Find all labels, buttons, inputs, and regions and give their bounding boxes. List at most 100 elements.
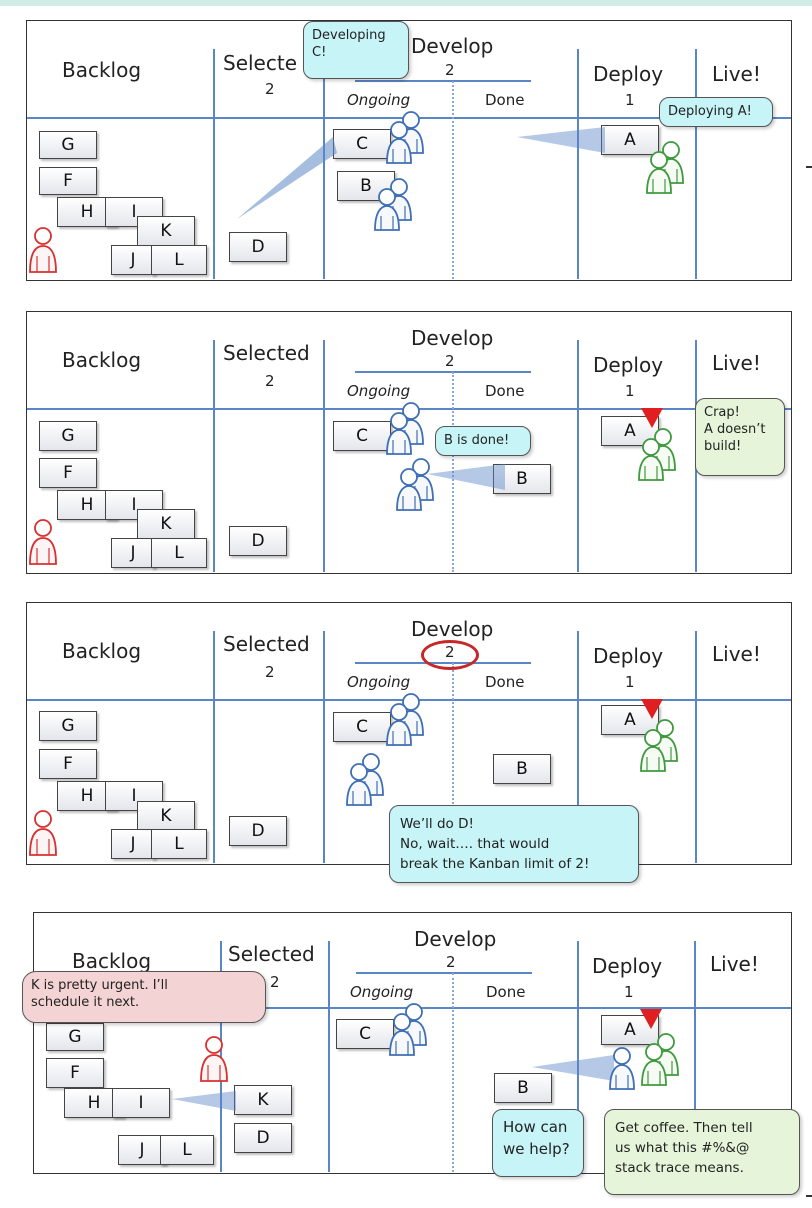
card-g[interactable]: G [46,1023,104,1051]
develop-limit: 2 [445,352,455,370]
header-ongoing: Ongoing [350,983,414,1001]
card-k[interactable]: K [137,801,195,831]
board-panel-4: Backlog Selected 2 Develop 2 Ongoing Don… [22,912,800,1195]
card-k[interactable]: K [234,1085,292,1115]
developer-figure-icon [343,751,389,809]
card-c[interactable]: C [333,421,391,451]
card-d[interactable]: D [229,816,287,846]
board-panel-1: Backlog Selecte 2 Develop 2 Ongoing Done… [26,20,792,281]
header-backlog: Backlog [62,639,142,663]
card-k[interactable]: K [137,509,195,539]
header-selected: Selected [223,341,310,365]
build-failure-alert-icon [641,699,663,719]
header-deploy: Deploy [593,644,664,668]
card-j[interactable]: J [111,829,155,859]
card-c[interactable]: C [336,1019,394,1049]
developer-figure-icon [383,691,429,749]
product-owner-figure-icon [29,519,57,565]
card-j[interactable]: J [111,245,155,275]
card-k[interactable]: K [137,216,195,246]
card-j[interactable]: J [111,538,155,568]
board-panel-2: Backlog Selected 2 Develop 2 Ongoing Don… [26,311,792,574]
card-d[interactable]: D [229,526,287,556]
column-divider [577,631,579,863]
attention-beam [172,1091,236,1111]
header-develop: Develop [411,34,494,58]
column-divider [694,941,696,1172]
header-selected-cut: Selecte [223,51,298,75]
developer-figure-icon [371,176,417,234]
wip-limit-highlight-ring [421,640,479,670]
card-i[interactable]: I [112,1088,170,1118]
card-c[interactable]: C [333,712,391,742]
header-live: Live! [710,952,759,976]
deploy-limit: 1 [625,673,635,691]
ops-figure-icon [638,1031,684,1089]
card-g[interactable]: G [39,711,97,741]
header-develop: Develop [411,326,494,350]
column-divider [213,631,215,863]
ops-figure-icon [643,139,689,197]
attention-beam [427,464,505,490]
develop-limit: 2 [445,643,455,661]
card-g[interactable]: G [39,131,97,159]
header-backlog: Backlog [62,58,142,82]
develop-limit: 2 [446,953,456,971]
develop-underline [355,371,531,373]
header-deploy: Deploy [593,62,664,86]
deploy-limit: 1 [624,983,634,1001]
margin-tick [806,166,812,168]
card-j[interactable]: J [118,1135,166,1165]
build-failure-alert-icon [641,408,663,428]
header-backlog: Backlog [62,348,142,372]
attention-beam [237,137,337,219]
column-divider [577,49,579,279]
card-d[interactable]: D [234,1123,292,1153]
speech-bubble-coffee: Get coffee. Then tell us what this #%&@ … [604,1109,800,1195]
card-l[interactable]: L [160,1135,214,1165]
card-b[interactable]: B [493,754,551,784]
ongoing-done-divider [452,973,454,1172]
top-accent-bar [0,0,812,6]
board-panel-3: Backlog Selected 2 Develop 2 Ongoing Don… [26,602,792,883]
header-done: Done [485,382,525,400]
selected-limit: 2 [265,80,275,98]
card-a[interactable]: A [601,125,659,155]
card-l[interactable]: L [151,245,207,275]
card-c[interactable]: C [333,129,391,159]
selected-limit: 2 [270,973,280,991]
speech-bubble-wait: We’ll do D! No, wait…. that would break … [389,805,639,883]
ongoing-done-divider [452,81,454,279]
speech-bubble-urgent: K is pretty urgent. I’ll schedule it nex… [22,971,266,1023]
card-f[interactable]: F [39,458,97,488]
card-f[interactable]: F [46,1058,104,1088]
header-live: Live! [712,62,761,86]
header-ongoing: Ongoing [347,382,411,400]
card-l[interactable]: L [151,538,207,568]
card-b[interactable]: B [494,1073,552,1103]
header-done: Done [485,91,525,109]
column-divider [695,49,697,279]
card-d[interactable]: D [229,232,287,262]
card-f[interactable]: F [39,167,97,195]
card-b[interactable]: B [493,464,551,494]
build-failure-alert-icon [640,1009,662,1029]
card-i[interactable]: I [105,490,163,520]
card-g[interactable]: G [39,421,97,451]
header-develop: Develop [411,617,494,641]
speech-bubble-b-done: B is done! [435,426,531,456]
speech-bubble-crap: Crap! A doesn’t build! [695,398,785,476]
column-divider [577,340,579,572]
column-divider [577,941,579,1172]
column-divider [213,49,215,279]
speech-bubble-deploying: Deploying A! [659,97,773,127]
card-f[interactable]: F [39,749,97,779]
card-l[interactable]: L [151,829,207,859]
attention-beam [517,127,605,153]
developer-figure-icon [386,1001,432,1059]
speech-bubble-help: How can we help? [492,1109,584,1177]
column-divider [323,49,325,279]
ongoing-done-divider [452,372,454,572]
column-divider [328,941,330,1172]
header-develop: Develop [414,927,497,951]
